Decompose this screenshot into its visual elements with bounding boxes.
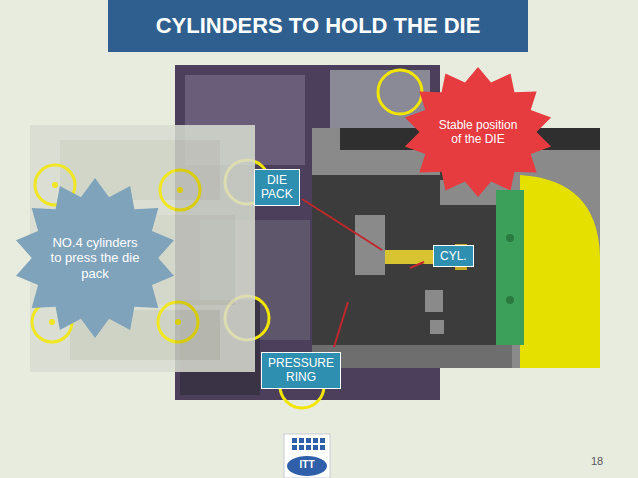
node-text: Stable position of the DIE <box>436 118 520 147</box>
itt-logo <box>284 434 330 478</box>
node-text: NO.4 cylinders to press the die pack <box>47 235 143 282</box>
callout-starburst: NO.4 cylinders to press the die pack <box>13 177 177 339</box>
node-text: CYL. <box>440 249 467 263</box>
callout-starburst: Stable position of the DIE <box>402 66 554 198</box>
node-text: PRESSURE RING <box>268 356 334 385</box>
node-text: DIE PACK <box>261 173 293 202</box>
header-band <box>108 0 528 52</box>
page-number: 18 <box>582 455 612 467</box>
part-label: PRESSURE RING <box>261 352 341 389</box>
logo-text: ITT <box>287 459 327 470</box>
starburst-outline <box>405 67 551 197</box>
leader-lines <box>302 199 424 347</box>
starburst-outline <box>16 178 174 338</box>
part-label: DIE PACK <box>254 169 300 206</box>
part-label: CYL. <box>433 245 474 267</box>
slide-title: CYLINDERS TO HOLD THE DIE <box>108 0 528 52</box>
